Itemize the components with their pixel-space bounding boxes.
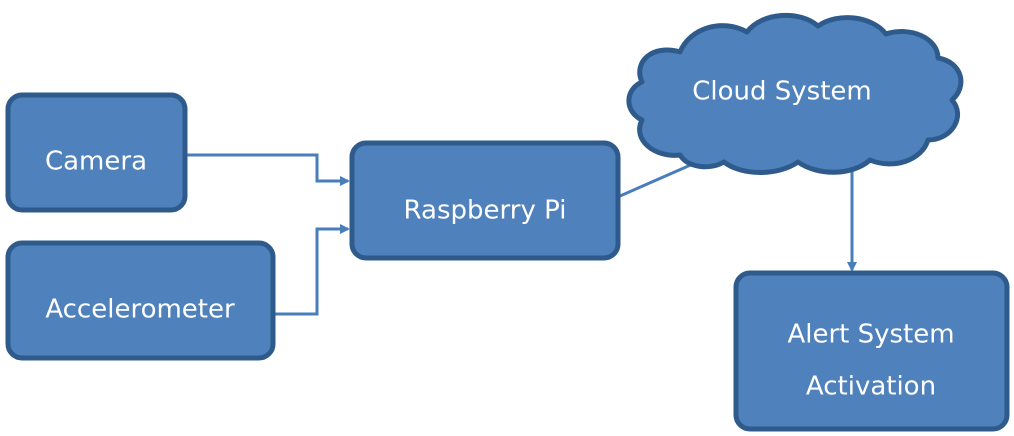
alert-system-label-line2: Activation xyxy=(806,372,936,402)
raspberry-pi-label: Raspberry Pi xyxy=(404,196,567,226)
alert-system-label-line1: Alert System xyxy=(787,320,954,350)
camera-label: Camera xyxy=(45,147,147,177)
cloud-system-node: Cloud System xyxy=(626,12,964,175)
accelerometer-label: Accelerometer xyxy=(45,295,235,325)
cloud-shape xyxy=(626,12,964,175)
accelerometer-to-raspberry-connector xyxy=(274,224,350,316)
cloud-system-label: Cloud System xyxy=(692,77,872,107)
camera-node: Camera xyxy=(5,92,188,213)
alert-system-node: Alert System Activation xyxy=(733,270,1010,432)
accelerometer-node: Accelerometer xyxy=(5,240,276,361)
camera-to-raspberry-connector xyxy=(186,153,350,186)
raspberry-pi-node: Raspberry Pi xyxy=(349,140,621,261)
raspberry-to-cloud-connector xyxy=(619,158,704,198)
